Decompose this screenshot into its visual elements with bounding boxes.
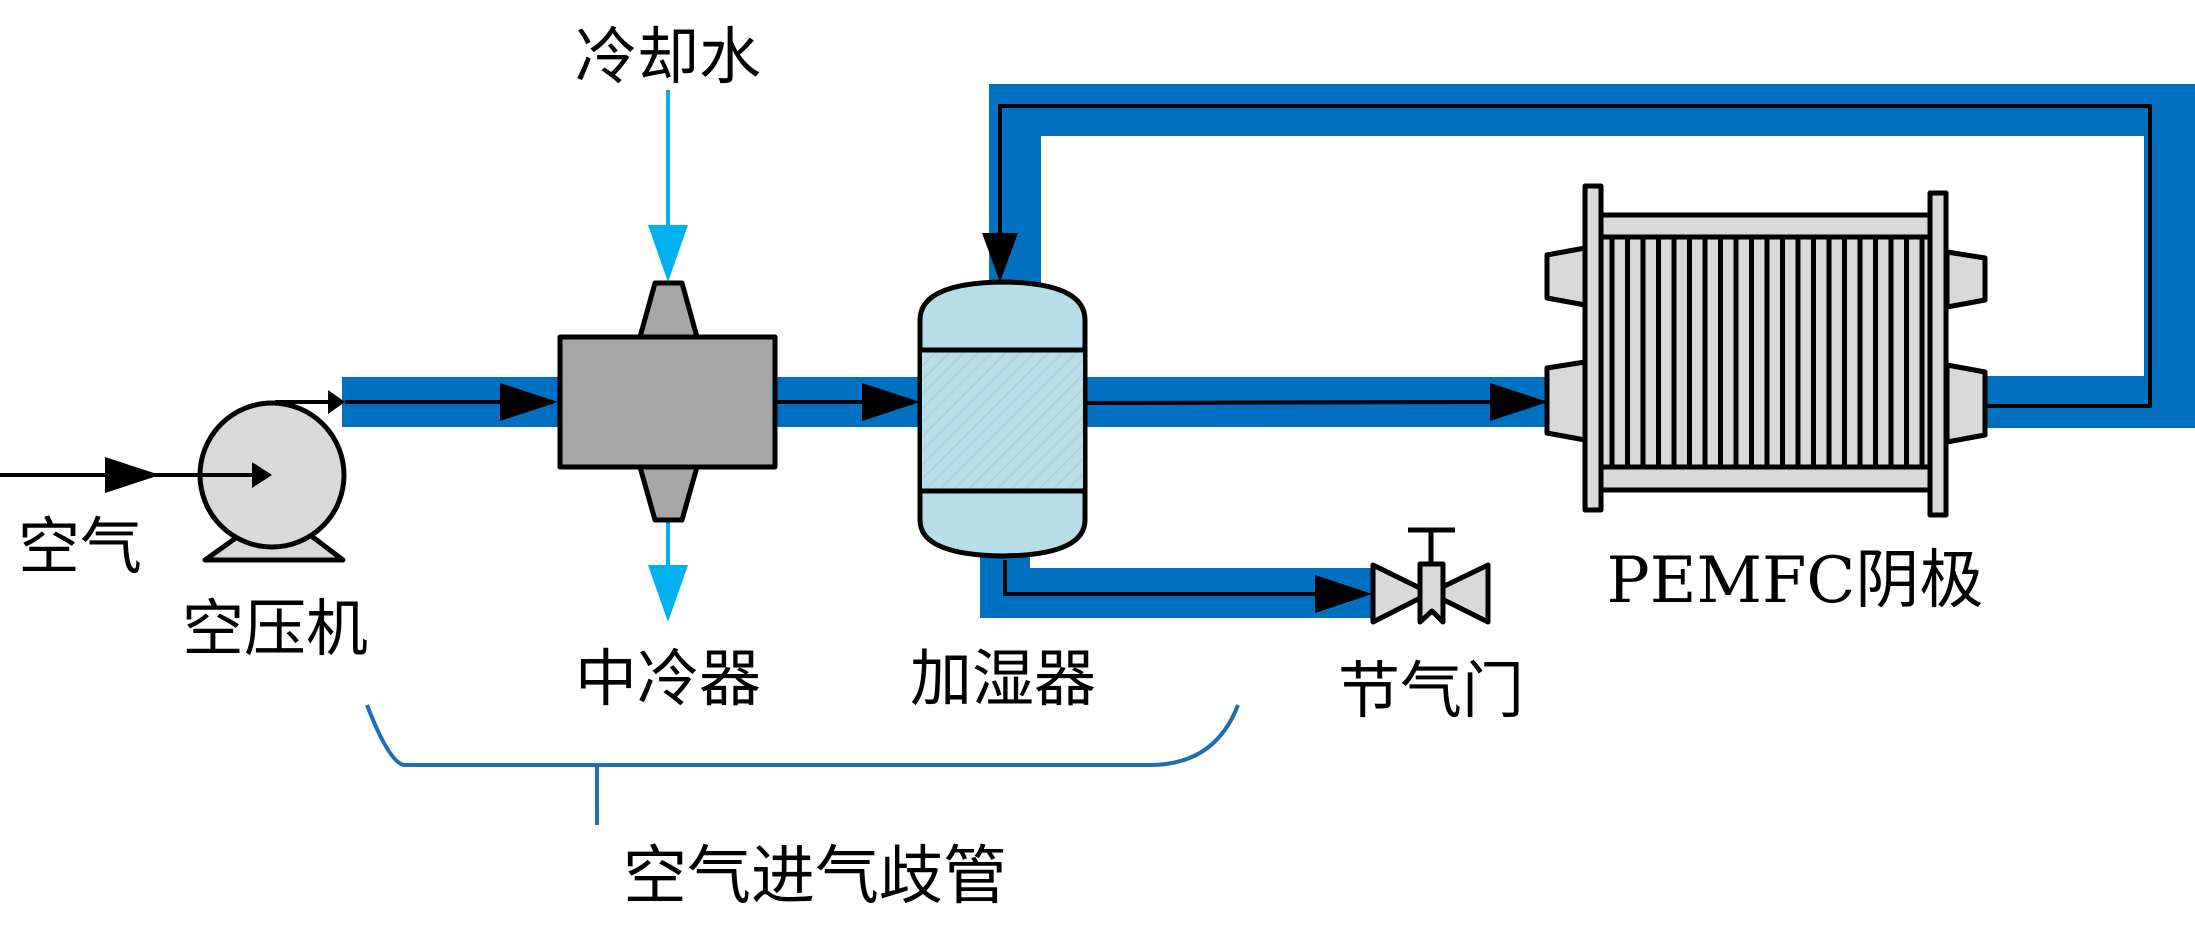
label-throttle: 节气门 <box>1338 654 1524 727</box>
arrow-to-stack-icon <box>1490 383 1548 421</box>
flow-to-throttle <box>1003 560 1330 596</box>
arrow-to-humidifier-icon <box>862 383 920 421</box>
manifold-brace <box>365 704 1240 825</box>
flow-to-stack <box>1084 400 1501 405</box>
pipe-return-loop <box>989 84 2195 428</box>
label-manifold: 空气进气歧管 <box>623 840 1007 914</box>
compressor-icon[interactable] <box>160 400 347 563</box>
intercooler-icon[interactable] <box>557 280 778 523</box>
coolant-out-arrow-icon <box>648 565 688 622</box>
pemfc-stack-icon[interactable] <box>1544 183 1988 518</box>
coolant-in-arrow-icon <box>648 225 688 282</box>
arrow-return-down-icon <box>982 233 1018 282</box>
throttle-valve-icon[interactable] <box>1370 527 1491 625</box>
label-stack: PEMFC阴极 <box>1607 544 1984 618</box>
flow-return-loop <box>998 104 2152 408</box>
coolant-lines <box>648 90 688 622</box>
label-intercooler: 中冷器 <box>575 642 761 715</box>
arrow-to-throttle-icon <box>1315 575 1372 613</box>
label-air: 空气 <box>18 510 142 583</box>
label-humidifier: 加湿器 <box>910 642 1096 715</box>
label-coolant: 冷却水 <box>575 20 761 93</box>
label-compressor: 空压机 <box>182 592 368 665</box>
arrow-air-in-icon <box>105 457 160 493</box>
humidifier-icon[interactable] <box>917 279 1088 559</box>
arrow-to-intercooler-icon <box>500 383 558 421</box>
arrow-compressor-out-icon <box>328 390 345 414</box>
